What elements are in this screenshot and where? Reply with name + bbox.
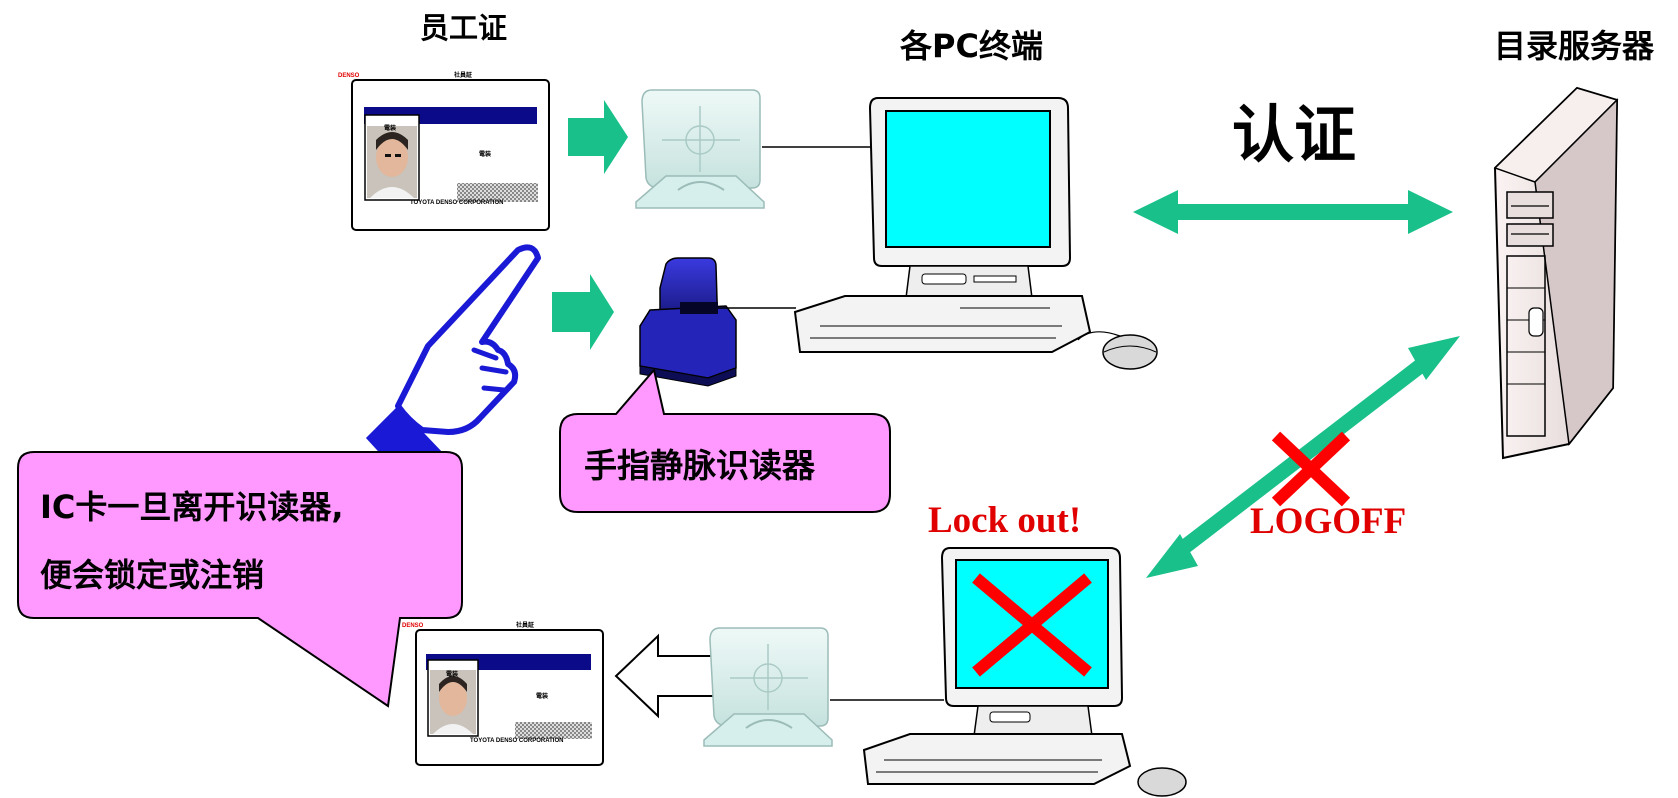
card-header: 社員証 <box>453 71 472 79</box>
monitor-screen <box>885 110 1051 248</box>
ic-notice-line-1: IC卡一旦离开识读器, <box>40 488 344 526</box>
ic-card-notice-callout: IC卡一旦离开识读器, 便会锁定或注销 <box>17 451 463 708</box>
finger-vein-reader-callout: 手指静脉识读器 <box>559 367 891 513</box>
logoff-label: LOGOFF <box>1250 501 1406 542</box>
mouse-icon <box>1137 767 1187 797</box>
card-brand: DENSO <box>338 73 360 79</box>
keyboard-icon <box>862 733 1132 785</box>
authentication-label: 认证 <box>1232 98 1356 171</box>
card-company: TOYOTA DENSO CORPORATION <box>410 200 503 206</box>
employee-id-card: DENSO 社員証 電装 電装 TOYOTA DENSO CORPORATION <box>338 71 550 231</box>
card-name: 電装 <box>446 670 458 678</box>
ic-notice-line-2: 便会锁定或注销 <box>40 556 264 594</box>
lock-x-icon <box>972 573 1092 677</box>
ic-card-reader-icon <box>703 627 833 747</box>
pc-terminal-locked <box>940 547 1124 737</box>
pc-terminal-title: 各PC终端 <box>900 27 1043 65</box>
card-name-right: 電装 <box>479 150 491 158</box>
mouse-icon <box>1077 331 1158 370</box>
finger-pointing-hand-icon <box>365 244 541 489</box>
keyboard-icon <box>793 295 1092 353</box>
card-header: 社員証 <box>515 621 534 629</box>
card-company: TOYOTA DENSO CORPORATION <box>470 738 563 744</box>
logoff-x-icon <box>1271 431 1351 507</box>
authentication-double-arrow <box>1133 190 1453 234</box>
portrait-photo <box>430 670 476 734</box>
green-arrow-icon <box>568 100 628 174</box>
green-arrow-icon <box>552 274 614 350</box>
employee-id-card-removed: DENSO 社員証 電装 電装 TOYOTA DENSO CORPORATION <box>402 621 604 766</box>
card-name: 電装 <box>384 124 396 132</box>
finger-vein-reader-label: 手指静脉识读器 <box>584 446 816 485</box>
portrait-photo <box>367 126 417 198</box>
card-brand: DENSO <box>402 623 424 629</box>
pc-terminal-top <box>868 97 1072 299</box>
employee-card-title: 员工证 <box>420 11 507 45</box>
lock-out-label: Lock out! <box>928 500 1081 541</box>
card-name-right: 電装 <box>536 692 548 700</box>
directory-server-title: 目录服务器 <box>1494 27 1655 65</box>
finger-vein-reader-icon <box>639 257 796 387</box>
ic-card-reader-icon <box>635 89 765 209</box>
directory-server-icon <box>1493 86 1619 460</box>
